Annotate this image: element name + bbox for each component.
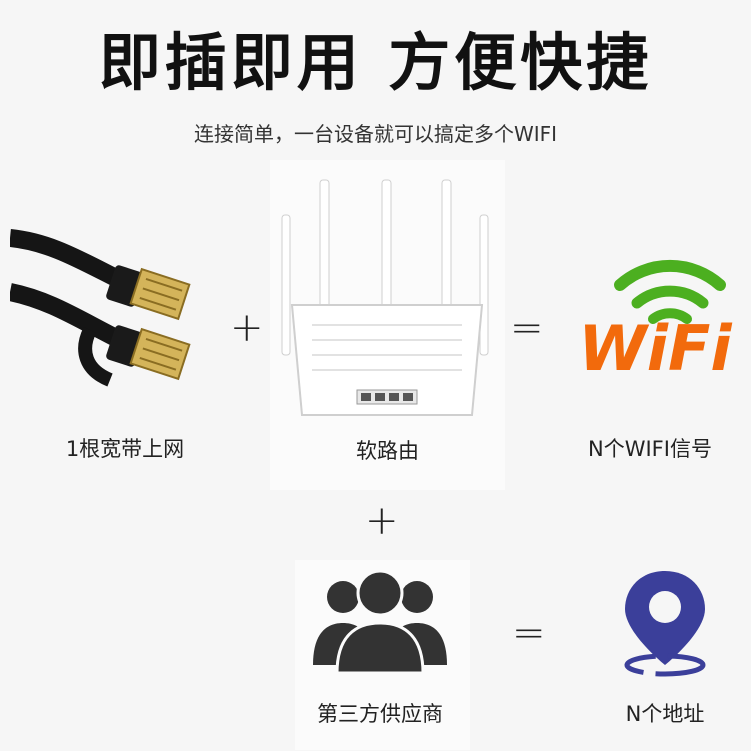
- wifi-signal-label: N个WIFI信号: [588, 437, 712, 461]
- wifi-logo-text: WiFi: [578, 312, 732, 385]
- wifi-logo: WiFi: [565, 245, 745, 385]
- address-label: N个地址: [625, 702, 705, 726]
- equals-sign-1: =: [510, 305, 544, 351]
- location-pin-icon: [615, 565, 715, 680]
- subtitle: 连接简单，一台设备就可以搞定多个WIFI: [193, 122, 558, 146]
- plus-sign-2: +: [365, 498, 399, 544]
- ethernet-cable-image: [8, 220, 210, 390]
- cable-label: 1根宽带上网: [65, 437, 185, 461]
- router-image: [272, 175, 502, 425]
- equals-sign-2: =: [512, 610, 546, 656]
- router-label: 软路由: [356, 439, 419, 463]
- supplier-label: 第三方供应商: [317, 702, 443, 726]
- plus-sign-1: +: [230, 305, 264, 351]
- page-title: 即插即用 方便快捷: [98, 26, 653, 99]
- people-icon: [305, 565, 455, 675]
